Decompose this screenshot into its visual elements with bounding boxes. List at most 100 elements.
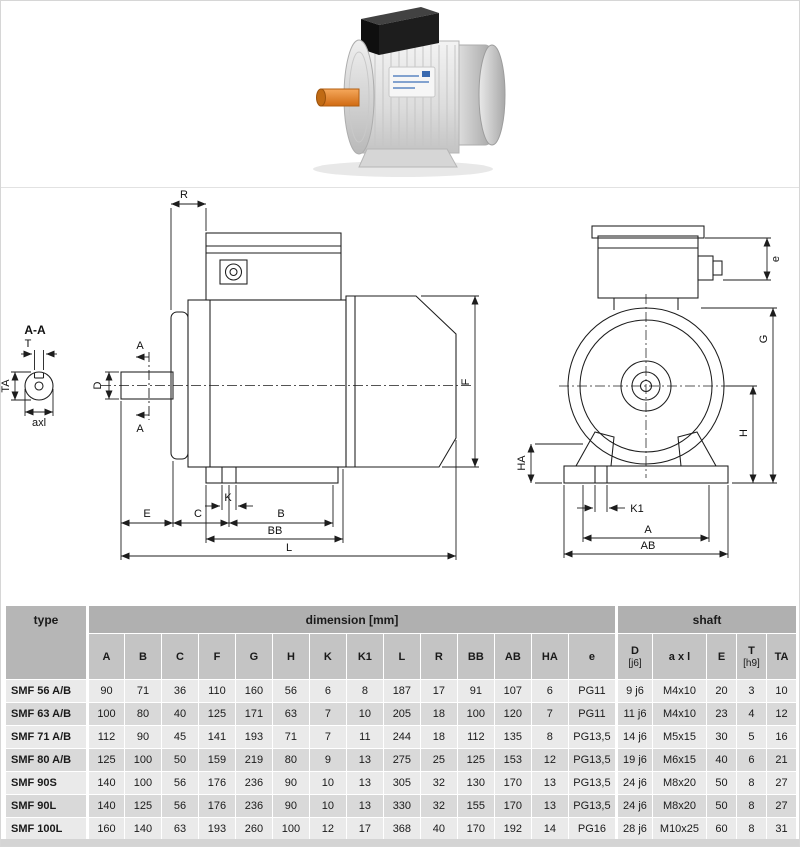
right-leg bbox=[677, 431, 717, 467]
column-header-k1: K1 bbox=[345, 633, 384, 680]
cell-t: 5 bbox=[735, 725, 767, 749]
dim-label-t: T bbox=[25, 338, 32, 350]
cell-a-x-l: M8x20 bbox=[651, 794, 707, 818]
cell-c: 56 bbox=[160, 771, 199, 795]
side-view bbox=[101, 232, 471, 484]
foot-base bbox=[563, 465, 729, 484]
cell-c: 50 bbox=[160, 748, 199, 772]
dim-label-b: B bbox=[277, 508, 284, 520]
column-header-r: R bbox=[419, 633, 458, 680]
cell-e: 23 bbox=[705, 702, 737, 726]
cell-l: 368 bbox=[382, 817, 421, 841]
nameplate bbox=[388, 66, 436, 98]
dim-label-ab: AB bbox=[641, 540, 656, 552]
cell-a: 100 bbox=[86, 702, 125, 726]
cell-d: 24 j6 bbox=[614, 794, 653, 818]
section-divider bbox=[1, 187, 799, 188]
cell-e: PG13,5 bbox=[567, 794, 617, 818]
cell-ab: 170 bbox=[493, 794, 532, 818]
cell-ab: 153 bbox=[493, 748, 532, 772]
dim-label-e: E bbox=[143, 508, 150, 520]
section-view-dimensions: T TA axl bbox=[0, 338, 57, 429]
cell-k1: 13 bbox=[345, 771, 384, 795]
cell-ha: 13 bbox=[530, 794, 569, 818]
shaft-section bbox=[24, 371, 54, 401]
row-type-label: SMF 100L bbox=[5, 817, 88, 841]
cell-k: 7 bbox=[308, 702, 347, 726]
cell-r: 25 bbox=[419, 748, 458, 772]
cell-k1: 13 bbox=[345, 748, 384, 772]
cell-bb: 100 bbox=[456, 702, 495, 726]
cell-e: PG13,5 bbox=[567, 725, 617, 749]
cell-g: 236 bbox=[234, 794, 273, 818]
cell-ha: 14 bbox=[530, 817, 569, 841]
page-bottom-edge bbox=[1, 839, 799, 846]
cell-g: 171 bbox=[234, 702, 273, 726]
cell-a: 90 bbox=[86, 679, 125, 703]
column-header-f: F bbox=[197, 633, 236, 680]
cell-r: 32 bbox=[419, 771, 458, 795]
column-header-t: T[h9] bbox=[735, 633, 767, 680]
cell-bb: 155 bbox=[456, 794, 495, 818]
dim-label-e-gland: e bbox=[770, 256, 782, 262]
cell-f: 193 bbox=[197, 817, 236, 841]
dim-label-r: R bbox=[180, 189, 188, 201]
cell-d: 14 j6 bbox=[614, 725, 653, 749]
dim-label-a: A bbox=[644, 524, 652, 536]
cell-b: 80 bbox=[123, 702, 162, 726]
cell-b: 100 bbox=[123, 771, 162, 795]
column-header-ta: TA bbox=[765, 633, 798, 680]
cell-l: 330 bbox=[382, 794, 421, 818]
cell-ha: 13 bbox=[530, 771, 569, 795]
cell-bb: 130 bbox=[456, 771, 495, 795]
dim-label-k1: K1 bbox=[630, 503, 643, 515]
cell-ta: 12 bbox=[765, 702, 798, 726]
group-header-shaft: shaft bbox=[614, 605, 798, 634]
cell-h: 80 bbox=[271, 748, 310, 772]
cell-k: 10 bbox=[308, 794, 347, 818]
row-type-label: SMF 56 A/B bbox=[5, 679, 88, 703]
cell-d: 24 j6 bbox=[614, 771, 653, 795]
cell-t: 8 bbox=[735, 794, 767, 818]
cell-e: PG11 bbox=[567, 702, 617, 726]
cell-t: 8 bbox=[735, 771, 767, 795]
cell-a-x-l: M4x10 bbox=[651, 702, 707, 726]
cell-h: 63 bbox=[271, 702, 310, 726]
section-title: A-A bbox=[24, 323, 46, 337]
cell-a: 112 bbox=[86, 725, 125, 749]
dim-label-axl: axl bbox=[32, 417, 46, 429]
cell-a: 140 bbox=[86, 794, 125, 818]
fan-cowl-outline bbox=[345, 295, 457, 468]
side-view-dimensions: R A A D F E C B bbox=[92, 189, 479, 560]
cell-t: 4 bbox=[735, 702, 767, 726]
cell-k: 6 bbox=[308, 679, 347, 703]
cell-r: 17 bbox=[419, 679, 458, 703]
cell-h: 56 bbox=[271, 679, 310, 703]
cell-r: 32 bbox=[419, 794, 458, 818]
group-header-row: type dimension [mm] shaft bbox=[5, 605, 798, 680]
dim-label-k: K bbox=[224, 492, 232, 504]
cell-g: 236 bbox=[234, 771, 273, 795]
cell-l: 205 bbox=[382, 702, 421, 726]
group-header-type: type bbox=[5, 605, 88, 680]
cell-ab: 192 bbox=[493, 817, 532, 841]
dim-label-d: D bbox=[92, 381, 104, 389]
column-header-a-x-l: a x l bbox=[651, 633, 707, 680]
row-type-label: SMF 90S bbox=[5, 771, 88, 795]
cell-ab: 135 bbox=[493, 725, 532, 749]
cell-h: 71 bbox=[271, 725, 310, 749]
cell-c: 40 bbox=[160, 702, 199, 726]
cell-f: 176 bbox=[197, 771, 236, 795]
cell-r: 18 bbox=[419, 725, 458, 749]
cell-l: 187 bbox=[382, 679, 421, 703]
cell-d: 19 j6 bbox=[614, 748, 653, 772]
cell-ab: 170 bbox=[493, 771, 532, 795]
